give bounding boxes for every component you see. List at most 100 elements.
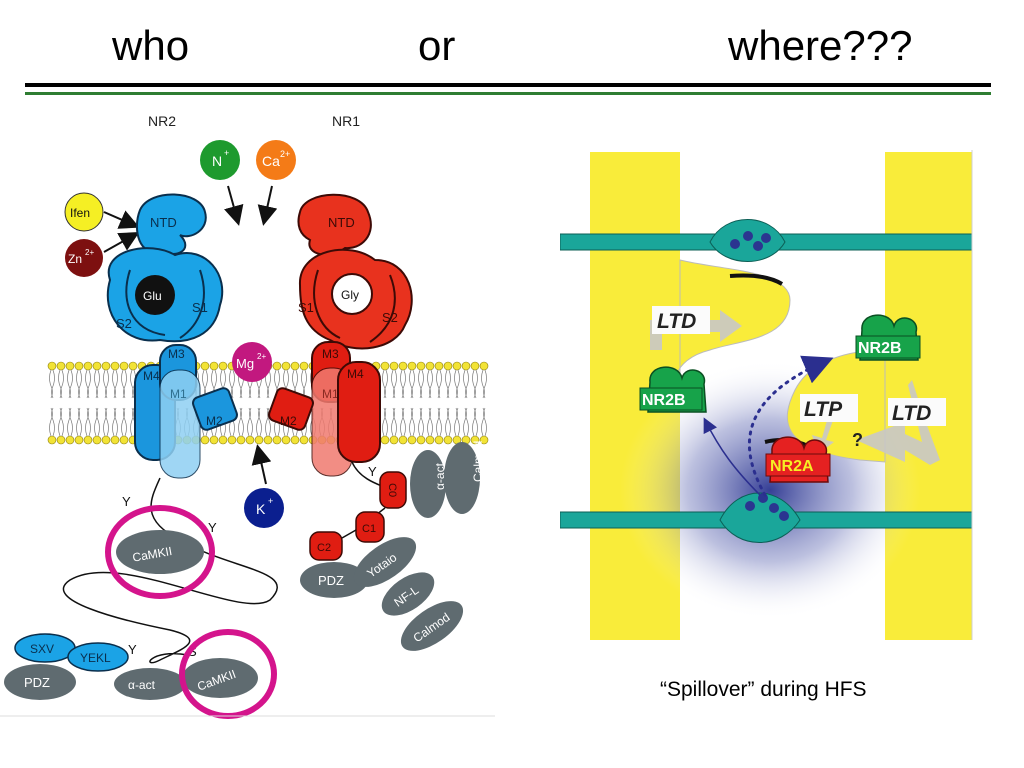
arrow-ltp: LTP [800, 394, 858, 454]
diffusion-arrow-left [703, 417, 761, 496]
svg-text:NR2A: NR2A [770, 458, 814, 475]
svg-text:PDZ: PDZ [318, 573, 344, 588]
camkii-partner-2 [182, 658, 258, 698]
svg-text:C1: C1 [362, 523, 376, 535]
calmod-partner-top [444, 442, 480, 514]
svg-text:2+: 2+ [257, 352, 266, 361]
camkii-partner-1 [116, 530, 204, 574]
svg-text:NR2B: NR2B [858, 340, 902, 357]
arrow-n [224, 185, 244, 226]
svg-text:α-act: α-act [128, 678, 156, 692]
title-rule-green [25, 92, 991, 95]
question-mark: ? [852, 430, 863, 450]
receptor-nr2b-left: NR2B [639, 366, 707, 413]
svg-text:M2: M2 [280, 414, 297, 428]
svg-text:NR2B: NR2B [642, 392, 686, 409]
tyr-label-2: Y [208, 520, 217, 535]
svg-text:Ca: Ca [262, 153, 280, 169]
svg-text:2+: 2+ [85, 248, 94, 257]
nfl-partner [381, 572, 435, 616]
ifen-ligand: Ifen [64, 192, 104, 232]
dendrite-right [885, 152, 972, 640]
svg-text:LTD: LTD [892, 402, 931, 425]
receptor-nr2b-right: NR2B [855, 314, 921, 361]
svg-text:+: + [224, 148, 229, 158]
title-or: or [418, 22, 456, 69]
alpha-act-partner-left [114, 668, 186, 700]
svg-text:C2: C2 [317, 542, 331, 554]
tyr-label-nr1: Y [368, 464, 377, 479]
arrow-ltd-top: LTD [650, 306, 742, 350]
svg-text:LTP: LTP [804, 398, 843, 421]
svg-text:M2: M2 [206, 414, 223, 428]
svg-text:2+: 2+ [280, 149, 290, 159]
nr2-subunit: NTD S1 S2 Glu M4 M3 M1 M2 [106, 193, 238, 479]
title-rule-black [25, 83, 991, 87]
svg-text:M3: M3 [168, 347, 185, 361]
svg-text:M4: M4 [143, 369, 160, 383]
svg-text:PDZ: PDZ [24, 675, 50, 690]
label-nr2: NR2 [148, 113, 176, 129]
arrow-ltd-right: LTD [856, 380, 946, 465]
svg-text:Mg: Mg [236, 356, 254, 371]
svg-text:Zn: Zn [68, 252, 82, 266]
arrow-ifen [103, 210, 140, 229]
svg-text:M4: M4 [347, 367, 364, 381]
nr1-subunit: NTD S1 S2 Gly M3 M1 M4 M2 [268, 193, 413, 477]
arrow-k [251, 444, 272, 485]
camkii-label-1: CaMKII [131, 544, 173, 565]
zn-ion: Zn 2+ [65, 239, 103, 277]
caption-spillover: “Spillover” during HFS [660, 678, 867, 701]
nmda-receptor-diagram: NR2 NR1 N + Ca 2+ Ifen Zn 2+ NTD S1 S2 G… [0, 113, 495, 719]
ion-mg: Mg 2+ [232, 342, 272, 382]
psd-left [729, 273, 784, 286]
svg-text:S1: S1 [192, 300, 208, 315]
c0-cassette [379, 471, 407, 509]
c2-cassette [309, 531, 343, 561]
svg-text:M1: M1 [170, 387, 187, 401]
arrow-ca [257, 185, 278, 226]
svg-text:LTD: LTD [657, 310, 696, 333]
yotaio-partner [353, 537, 417, 587]
svg-text:C0: C0 [386, 483, 398, 497]
svg-text:Calmod: Calmod [471, 441, 485, 482]
svg-text:α-act: α-act [433, 462, 447, 490]
svg-text:S2: S2 [116, 316, 132, 331]
title-where: where??? [728, 22, 913, 69]
label-nr1: NR1 [332, 113, 360, 129]
svg-text:S1: S1 [298, 300, 314, 315]
gly-ligand: Gly [341, 288, 359, 302]
c1-cassette [355, 511, 385, 543]
axon-top [560, 219, 973, 262]
glu-ligand: Glu [143, 289, 162, 303]
axon-bottom [560, 492, 973, 543]
yekl-motif [67, 642, 129, 672]
svg-text:M1: M1 [322, 387, 339, 401]
pdz-partner-right [300, 562, 368, 598]
svg-text:M3: M3 [322, 347, 339, 361]
svg-text:Ifen: Ifen [70, 206, 90, 220]
tyr-label-3: Y [128, 642, 137, 657]
highlight-ring-camkii-1 [105, 505, 215, 599]
diffusion-arrow-up [748, 355, 834, 497]
pdz-partner-left [4, 664, 76, 700]
ion-n: N + [200, 140, 240, 180]
arrow-zn [103, 232, 140, 253]
ion-ca: Ca 2+ [256, 140, 296, 180]
alpha-act-partner-right [410, 450, 446, 518]
calmod-partner-bottom [400, 601, 464, 651]
receptor-nr2a: NR2A [765, 436, 831, 483]
svg-text:NTD: NTD [328, 215, 355, 230]
svg-text:K: K [256, 501, 266, 517]
title-who: who [112, 22, 190, 69]
svg-text:N: N [212, 153, 222, 169]
ion-k: K + [244, 488, 284, 528]
svg-text:SXV: SXV [30, 642, 54, 656]
tyr-label-1: Y [122, 494, 131, 509]
svg-text:+: + [268, 496, 273, 506]
svg-text:NTD: NTD [150, 215, 177, 230]
lipid-bilayer [47, 361, 489, 445]
spillover-diagram: LTD LTD LTP ? NR2B NR2B NR2A [560, 150, 973, 640]
svg-text:YEKL: YEKL [80, 651, 111, 665]
svg-text:S2: S2 [382, 310, 398, 325]
